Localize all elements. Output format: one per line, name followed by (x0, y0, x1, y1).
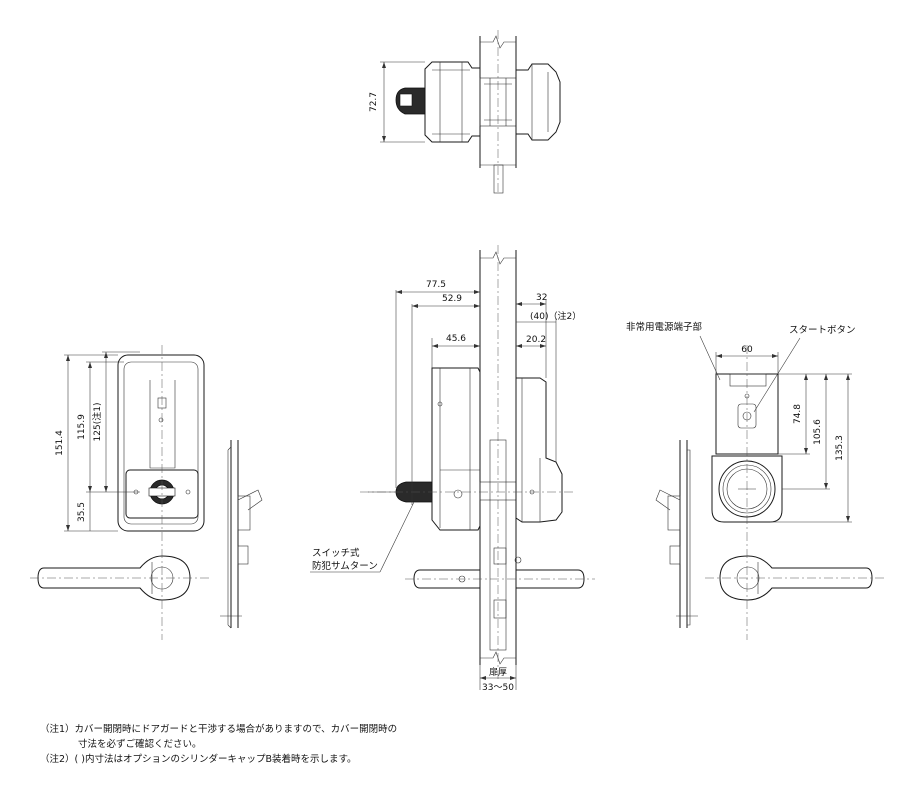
side-view: 77.5 52.9 45.6 32 (40)（注2） 20.2 扉厚 33～50… (310, 245, 595, 693)
dim-105-6: 105.6 (813, 419, 823, 445)
side-inner-body (431, 367, 481, 531)
thumbturn-label-line2: 防犯サムターン (312, 560, 378, 572)
dim-top-height: 72.7 (369, 92, 379, 112)
dim-151-4: 151.4 (55, 430, 65, 456)
dim-35-5: 35.5 (77, 502, 87, 522)
left-view: 151.4 115.9 125(注1) 35.5 (30, 345, 263, 640)
dim-20-2: 20.2 (526, 335, 546, 345)
dim-45-6: 45.6 (446, 334, 466, 344)
dim-115-9: 115.9 (77, 414, 87, 440)
top-outer-body (515, 63, 561, 141)
side-outer-body (515, 377, 563, 523)
note2: （注2）( )内寸法はオプションのシリンダーキャップB装着時を示します。 (40, 754, 357, 765)
door-thickness-range: 33～50 (482, 683, 514, 693)
right-view: 60 非常用電源端子部 スタートボタン 74.8 105.6 135.3 (626, 321, 885, 640)
door-thickness-label: 扉厚 (489, 666, 507, 678)
dim-60: 60 (741, 345, 753, 355)
top-view: 72.7 (369, 30, 561, 195)
dim-125: 125(注1) (91, 403, 103, 442)
note1-line2: 寸法を必ずご確認ください。 (78, 739, 202, 750)
note1-line1: （注1）カバー開閉時にドアガードと干渉する場合がありますので、カバー開閉時の (40, 724, 398, 735)
dim-77-5: 77.5 (426, 280, 446, 290)
emergency-terminal-label: 非常用電源端子部 (626, 321, 702, 333)
dim-52-9: 52.9 (442, 294, 462, 304)
thumbturn-label-line1: スイッチ式 (312, 547, 360, 559)
dim-135-3: 135.3 (835, 435, 845, 461)
top-inner-body (424, 61, 481, 143)
dim-40-note2: (40)（注2） (530, 310, 581, 322)
start-button-label: スタートボタン (789, 325, 856, 336)
dim-74-8: 74.8 (793, 404, 803, 424)
dim-32: 32 (536, 293, 547, 303)
notes: （注1）カバー開閉時にドアガードと干渉する場合がありますので、カバー開閉時の 寸… (40, 722, 397, 767)
